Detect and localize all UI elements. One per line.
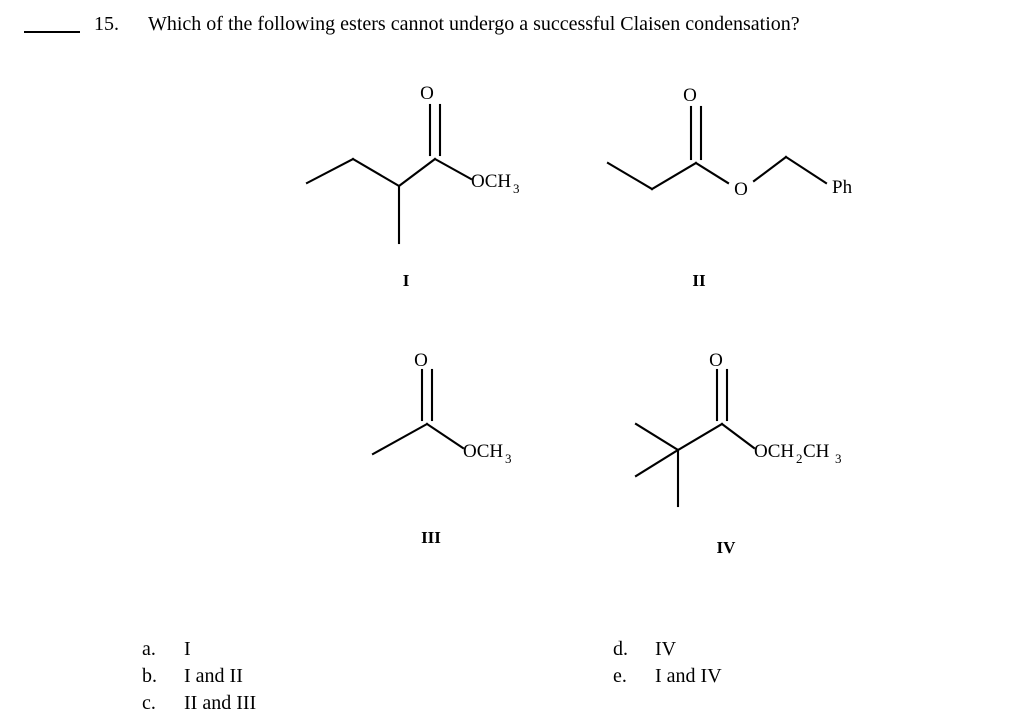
answer-option-d-text: IV — [655, 638, 677, 660]
structure-iii-ester-subscript: 3 — [505, 451, 512, 466]
answer-option-b-letter: b. — [142, 665, 157, 687]
structure-i-drawing: O OCH 3 — [305, 83, 520, 245]
bond-cq-methyl-2 — [634, 448, 680, 478]
answer-option-a-text: I — [184, 638, 191, 660]
question-number: 15. — [94, 13, 119, 35]
question-text: Which of the following esters cannot und… — [148, 13, 800, 35]
structure-iv-carbonyl-oxygen: O — [709, 350, 723, 371]
bond-c1-o — [425, 422, 465, 450]
answer-option-c-letter: c. — [142, 692, 156, 714]
answer-option-e[interactable]: e. I and IV — [613, 663, 722, 690]
structure-ii-drawing: O O Ph — [606, 85, 853, 200]
structure-iv: O OCH 2 CH 3 IV — [630, 350, 890, 557]
structure-iv-ester-subscript-a: 2 — [796, 451, 803, 466]
answer-options-right-column: d. IV e. I and IV — [613, 636, 722, 690]
structure-iii-carbonyl-oxygen: O — [414, 350, 428, 371]
structure-i-ester-label: OCH — [471, 171, 511, 192]
structure-iii-ester-label: OCH — [463, 441, 503, 462]
structure-iv-ester-label-a: OCH — [754, 441, 794, 462]
answer-option-b[interactable]: b. I and II — [142, 663, 256, 690]
bond-c1-o — [720, 422, 756, 450]
structure-iv-ester-label-b: CH — [803, 441, 830, 462]
bond-c2-c1 — [650, 161, 698, 191]
structure-ii-ester-oxygen: O — [734, 179, 748, 200]
answer-option-b-text: I and II — [184, 665, 243, 687]
bond-c1-o — [694, 161, 730, 185]
answer-option-c[interactable]: c. II and III — [142, 690, 256, 717]
answer-blank-line[interactable] — [24, 31, 80, 33]
bond-c3-c2 — [606, 161, 654, 191]
answer-option-e-text: I and IV — [655, 665, 722, 687]
structure-iv-drawing: O OCH 2 CH 3 — [634, 350, 842, 508]
structure-iii-drawing: O OCH 3 — [371, 350, 512, 466]
bond-cq-c1 — [676, 422, 724, 452]
answer-option-a[interactable]: a. I — [142, 636, 256, 663]
structure-iii-label: III — [421, 528, 441, 547]
structure-ii-phenyl-label: Ph — [832, 177, 853, 198]
bond-c1-o — [433, 157, 473, 181]
answer-option-e-letter: e. — [613, 665, 627, 687]
bond-c2-c1 — [397, 157, 437, 188]
bond-o-ch2 — [752, 155, 788, 183]
structure-i-label: I — [402, 271, 410, 290]
bond-c4-c3 — [305, 157, 355, 185]
bond-c3-c2 — [351, 157, 401, 188]
structure-iii: O OCH 3 III — [355, 350, 605, 547]
structure-i: O OCH 3 I — [295, 83, 565, 290]
answer-options-left-column: a. I b. I and II c. II and III — [142, 636, 256, 717]
structure-grid: O OCH 3 I O O Ph II — [0, 58, 1020, 570]
bond-ch2-ph — [784, 155, 828, 185]
structure-ii-carbonyl-oxygen: O — [683, 85, 697, 106]
answer-options: a. I b. I and II c. II and III d. IV e. … — [0, 636, 1020, 722]
structure-i-ester-subscript: 3 — [513, 181, 520, 196]
bond-methyl-c1 — [371, 422, 429, 456]
structure-iv-label: IV — [716, 538, 736, 557]
answer-option-a-letter: a. — [142, 638, 156, 660]
answer-option-c-text: II and III — [184, 692, 257, 714]
answer-option-d[interactable]: d. IV — [613, 636, 722, 663]
structure-iv-ester-subscript-b: 3 — [835, 451, 842, 466]
bond-cq-methyl-1 — [634, 422, 680, 452]
answer-option-d-letter: d. — [613, 638, 628, 660]
structure-i-carbonyl-oxygen: O — [420, 83, 434, 104]
structure-ii-label: II — [692, 271, 706, 290]
question-header: 15. Which of the following esters cannot… — [0, 0, 1020, 50]
structure-ii: O O Ph II — [600, 83, 880, 290]
